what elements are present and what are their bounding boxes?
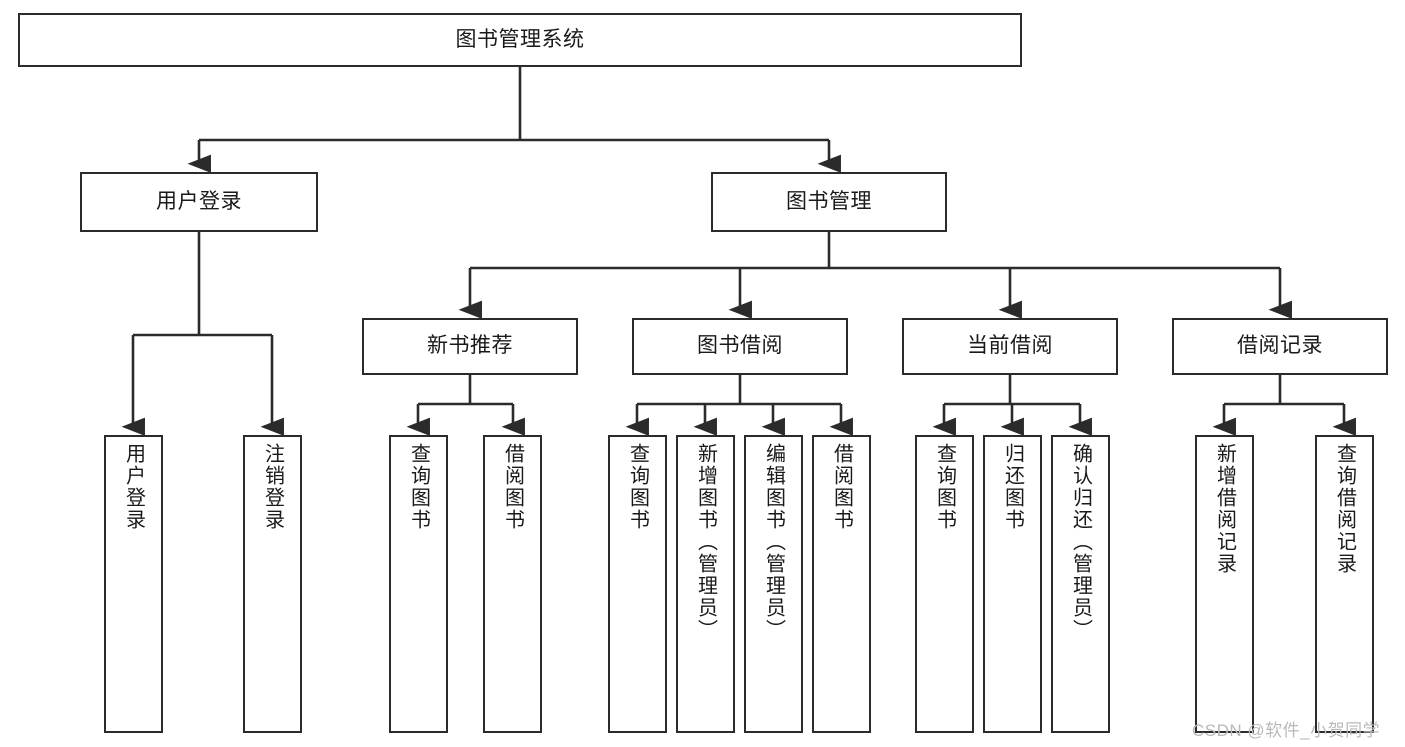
node-leaf-borrow-add-book-label: 新增图书（管理员） (694, 443, 717, 641)
node-leaf-cur-return-book[interactable]: 归还图书 (983, 435, 1042, 733)
node-leaf-borrow-edit-book-label: 编辑图书（管理员） (762, 443, 785, 641)
node-leaf-rec-query-book-label: 查询图书 (407, 443, 430, 531)
node-leaf-rec-borrow-book-label: 借阅图书 (501, 443, 524, 531)
node-leaf-cur-confirm-return[interactable]: 确认归还（管理员） (1051, 435, 1110, 733)
node-root-label: 图书管理系统 (455, 27, 585, 51)
node-book-manage-label: 图书管理 (786, 189, 872, 213)
node-book-borrow[interactable]: 图书借阅 (632, 318, 848, 375)
node-leaf-rec-add-record[interactable]: 新增借阅记录 (1195, 435, 1254, 733)
node-leaf-borrow-query-book-label: 查询图书 (626, 443, 649, 531)
node-leaf-cur-query-book-label: 查询图书 (933, 443, 956, 531)
node-leaf-borrow-query-book[interactable]: 查询图书 (608, 435, 667, 733)
node-current-borrow[interactable]: 当前借阅 (902, 318, 1118, 375)
node-leaf-user-login[interactable]: 用户登录 (104, 435, 163, 733)
node-leaf-rec-query-record[interactable]: 查询借阅记录 (1315, 435, 1374, 733)
node-book-borrow-label: 图书借阅 (697, 334, 783, 358)
node-leaf-rec-query-record-label: 查询借阅记录 (1333, 443, 1356, 575)
node-user-login-label: 用户登录 (156, 189, 242, 213)
node-book-manage[interactable]: 图书管理 (711, 172, 947, 232)
node-leaf-rec-borrow-book[interactable]: 借阅图书 (483, 435, 542, 733)
node-leaf-borrow-add-book[interactable]: 新增图书（管理员） (676, 435, 735, 733)
node-leaf-borrow-edit-book[interactable]: 编辑图书（管理员） (744, 435, 803, 733)
node-leaf-user-login-label: 用户登录 (122, 443, 145, 531)
node-new-book-recommend[interactable]: 新书推荐 (362, 318, 578, 375)
node-leaf-rec-add-record-label: 新增借阅记录 (1213, 443, 1236, 575)
node-new-book-recommend-label: 新书推荐 (427, 334, 513, 358)
node-root[interactable]: 图书管理系统 (18, 13, 1022, 67)
node-leaf-borrow-borrow-book-label: 借阅图书 (830, 443, 853, 531)
node-leaf-cur-query-book[interactable]: 查询图书 (915, 435, 974, 733)
node-leaf-cur-confirm-return-label: 确认归还（管理员） (1069, 443, 1092, 641)
node-borrow-record[interactable]: 借阅记录 (1172, 318, 1388, 375)
node-leaf-user-logout-label: 注销登录 (261, 443, 284, 531)
node-current-borrow-label: 当前借阅 (967, 334, 1053, 358)
node-user-login[interactable]: 用户登录 (80, 172, 318, 232)
node-leaf-user-logout[interactable]: 注销登录 (243, 435, 302, 733)
node-borrow-record-label: 借阅记录 (1237, 334, 1323, 358)
node-leaf-cur-return-book-label: 归还图书 (1001, 443, 1024, 531)
node-leaf-rec-query-book[interactable]: 查询图书 (389, 435, 448, 733)
node-leaf-borrow-borrow-book[interactable]: 借阅图书 (812, 435, 871, 733)
